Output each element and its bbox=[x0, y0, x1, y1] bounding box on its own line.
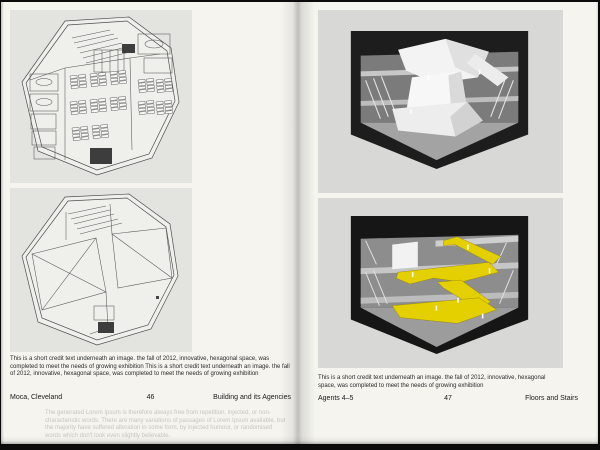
section-title-left: Building and its Agencies bbox=[213, 394, 291, 401]
caption-left: This is a short credit text underneath a… bbox=[10, 356, 290, 378]
figure-axon-render-highlighted bbox=[318, 198, 563, 368]
running-title-right: Agents 4–5 bbox=[318, 395, 354, 402]
axon-section-render-icon bbox=[350, 31, 529, 169]
showthrough-text: The generated Lorem Ipsum is therefore a… bbox=[45, 410, 286, 439]
section-title-right: Floors and Stairs bbox=[525, 395, 578, 402]
figure-axon-render bbox=[318, 10, 563, 193]
caption-right: This is a short credit text underneath a… bbox=[318, 375, 546, 389]
axon-section-render-highlighted-icon bbox=[350, 216, 529, 354]
left-page-footer: Moca, Cleveland 46 Building and its Agen… bbox=[10, 394, 291, 401]
figure-floor-plan-upper bbox=[10, 10, 192, 183]
page-number-left: 46 bbox=[146, 394, 155, 401]
figure-floor-plan-lower bbox=[10, 188, 192, 352]
running-title-left: Moca, Cleveland bbox=[10, 394, 63, 401]
floor-plan-upper-icon bbox=[21, 16, 180, 176]
page-number-right: 47 bbox=[444, 395, 452, 402]
right-page-footer: Agents 4–5 47 Floors and Stairs bbox=[318, 395, 578, 402]
floor-plan-lower-icon bbox=[21, 193, 179, 346]
